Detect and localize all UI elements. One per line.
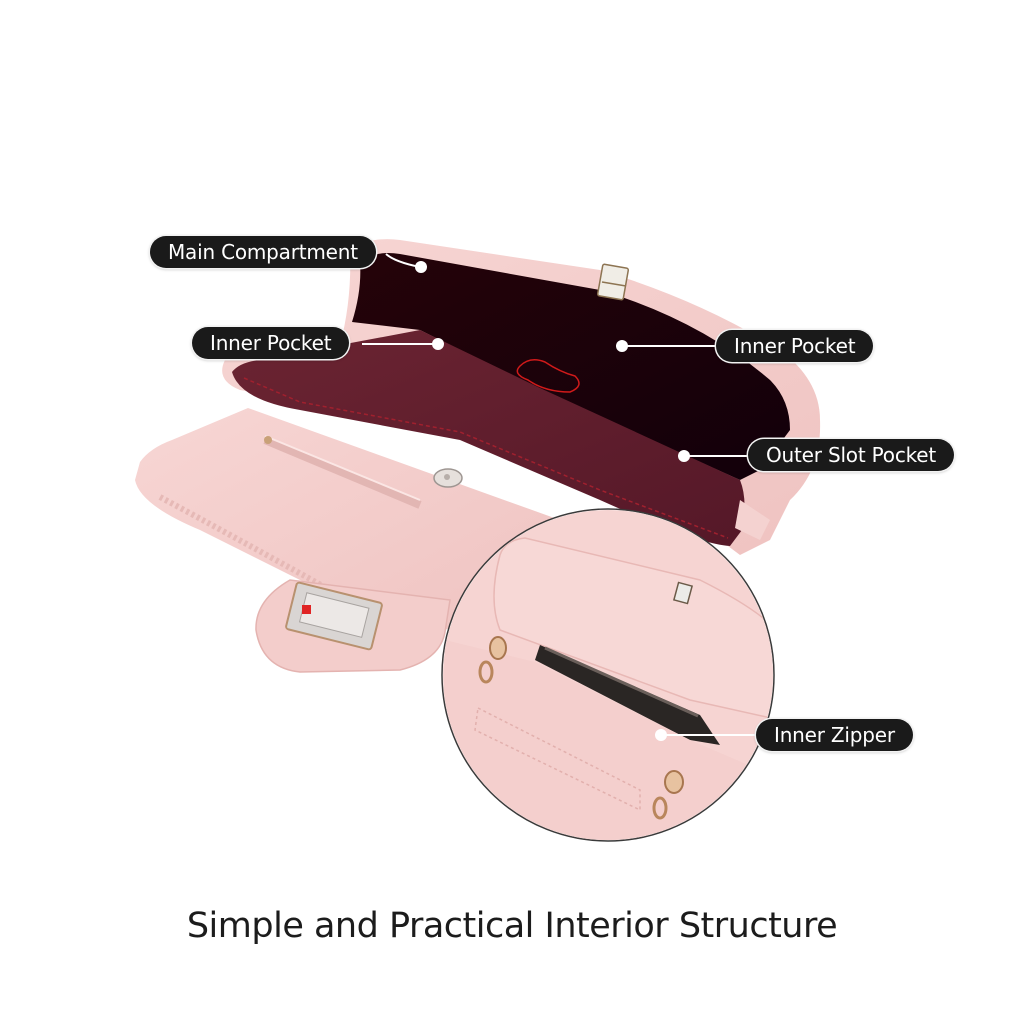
callout-inner-pocket-left: Inner Pocket (192, 327, 350, 359)
callout-main-compartment: Main Compartment (150, 236, 376, 268)
snap-button-icon (433, 468, 463, 488)
callout-outer-slot-pocket: Outer Slot Pocket (748, 439, 955, 471)
top-clasp-icon (596, 263, 630, 301)
callout-inner-zipper: Inner Zipper (756, 719, 913, 751)
turn-lock-icon (285, 581, 383, 651)
chain-ring-icon (478, 636, 684, 820)
inner-zipper-detail-inset (441, 508, 775, 842)
front-flap (135, 408, 560, 673)
caption-title: Simple and Practical Interior Structure (186, 906, 838, 946)
callout-inner-pocket-right: Inner Pocket (716, 330, 874, 362)
callout-connectors (362, 253, 756, 741)
bag-body (222, 239, 821, 555)
